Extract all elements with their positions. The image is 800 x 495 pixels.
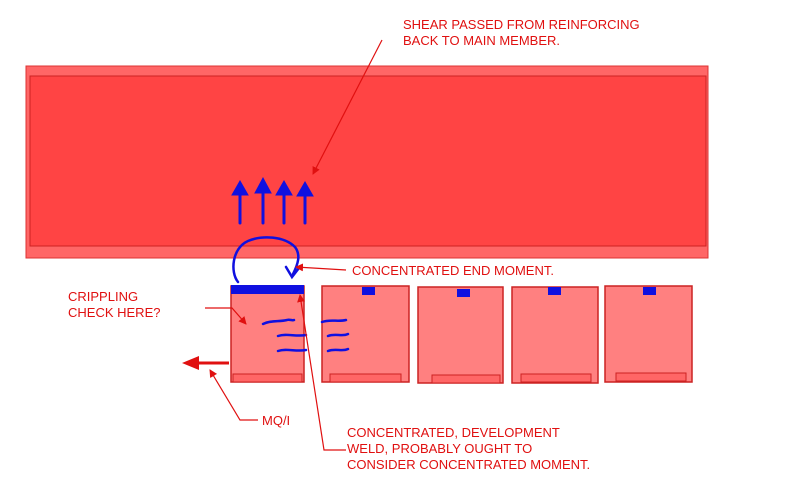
annotation-line: CONSIDER CONCENTRATED MOMENT. xyxy=(347,457,590,472)
crippling-leader xyxy=(205,307,247,325)
annotation-line: WELD, PROBABLY OUGHT TO xyxy=(347,441,532,456)
reinforcing-block-2 xyxy=(321,285,410,383)
annotation-line: CRIPPLING xyxy=(68,289,138,304)
annotation-line: SHEAR PASSED FROM REINFORCING xyxy=(403,17,640,32)
blue-squiggles xyxy=(261,318,350,353)
left-arrow-icon xyxy=(182,356,229,370)
annotation-line: CONCENTRATED END MOMENT. xyxy=(352,263,554,278)
up-arrow-icon xyxy=(231,176,314,225)
reinforcing-block-5 xyxy=(604,285,693,383)
annotation-line: BACK TO MAIN MEMBER. xyxy=(403,33,560,48)
reinforcing-block-4 xyxy=(511,286,599,384)
leader-lines xyxy=(205,39,383,451)
mq-annotation: MQ/I xyxy=(262,413,290,428)
end-moment-leader xyxy=(295,263,347,272)
annotation-line: CHECK HERE? xyxy=(68,305,160,320)
main-member-inner xyxy=(29,75,707,247)
reinforcing-block-3 xyxy=(417,286,504,384)
weld-bar xyxy=(231,285,304,294)
weld-leader xyxy=(297,294,346,451)
mq-leader xyxy=(209,369,258,421)
annotation-line: MQ/I xyxy=(262,413,290,428)
annotation-line: CONCENTRATED, DEVELOPMENT xyxy=(347,425,560,440)
shear-leader xyxy=(312,39,383,175)
end-moment-annotation: CONCENTRATED END MOMENT. xyxy=(352,263,554,278)
